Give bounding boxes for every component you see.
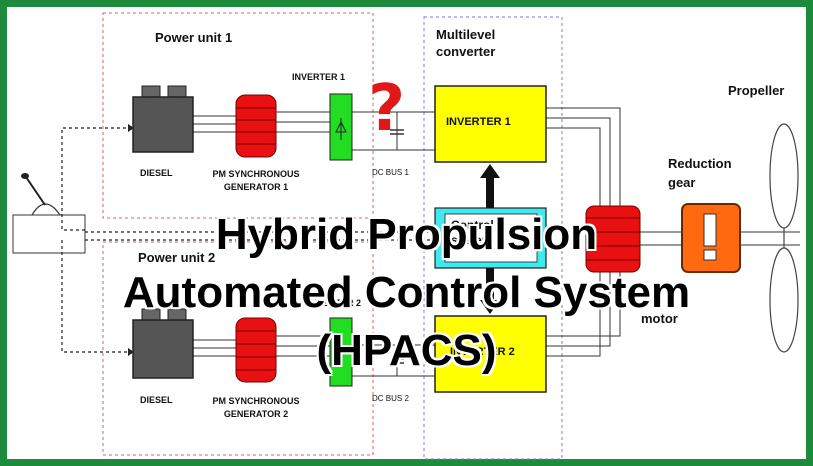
generator-1 [235, 94, 277, 158]
multilevel-converter-region [423, 16, 563, 460]
inverter-2-label: INVERTER 2 [450, 346, 515, 358]
inverter-2-box [434, 315, 547, 393]
control-to-inverter-arrows [480, 164, 500, 314]
inverter-1-box [434, 85, 547, 163]
power-unit-2-region [102, 241, 374, 456]
reduction-gear-label: Reduction gear [668, 156, 732, 190]
generator-2 [235, 317, 277, 383]
small-inverter-1 [329, 93, 353, 161]
overlay-title-line-1: Hybrid Propulsion [215, 210, 598, 259]
propeller-blades [769, 123, 799, 353]
propeller-shaft [640, 231, 800, 246]
control-system-label: Control system [451, 218, 494, 247]
control-lever-knob [21, 173, 29, 179]
signal-line-unit-1 [61, 127, 128, 231]
propeller-label: Propeller [728, 83, 785, 98]
power-lines-unit-1 [192, 111, 435, 151]
control-lever-box [12, 214, 86, 254]
small-inverter-1-label: INVERTER 1 [292, 72, 346, 82]
signal-arrowhead-2 [128, 348, 134, 356]
reduction-gear-box [681, 203, 741, 273]
power-unit-2-label: Power unit 2 [138, 250, 216, 265]
diesel-1-label: DIESEL [140, 168, 173, 178]
overlay-title-line-3: (HPACS) [316, 326, 497, 375]
overlay-title-line-2: Automated Control System [122, 268, 691, 317]
power-unit-1-region [102, 12, 374, 219]
small-inverter-2-label: INVERTER 2 [308, 298, 362, 308]
dc-bus-2-capacitor [390, 358, 404, 364]
control-lever-stick [25, 176, 46, 206]
motor-label: motor [641, 311, 678, 326]
inverter-1-label: INVERTER 1 [446, 116, 511, 128]
converter-output-lines [546, 107, 621, 357]
generator-1-label: PM SYNCHRONOUS GENERATOR 1 [212, 169, 300, 192]
dc-bus-2-label: DC BUS 2 [372, 394, 409, 403]
diesel-engine-1 [132, 85, 194, 153]
diesel-engine-2 [132, 308, 194, 379]
question-mark-icon: ? [368, 72, 406, 146]
signal-arrowhead-1 [128, 124, 134, 132]
control-system-inner [444, 213, 538, 263]
diesel-2-label: DIESEL [140, 395, 173, 405]
signal-line-unit-2 [61, 240, 128, 353]
power-unit-1-label: Power unit 1 [155, 30, 233, 45]
image-frame [7, 7, 806, 459]
small-inverter-2 [329, 317, 353, 387]
propulsion-motor [585, 205, 641, 273]
multilevel-converter-label: Multilevel converter [436, 27, 496, 59]
generator-2-label: PM SYNCHRONOUS GENERATOR 2 [212, 396, 300, 419]
dc-bus-1-label: DC BUS 1 [372, 168, 409, 177]
dc-bus-1-capacitor [390, 129, 404, 135]
power-lines-unit-2 [192, 335, 435, 377]
